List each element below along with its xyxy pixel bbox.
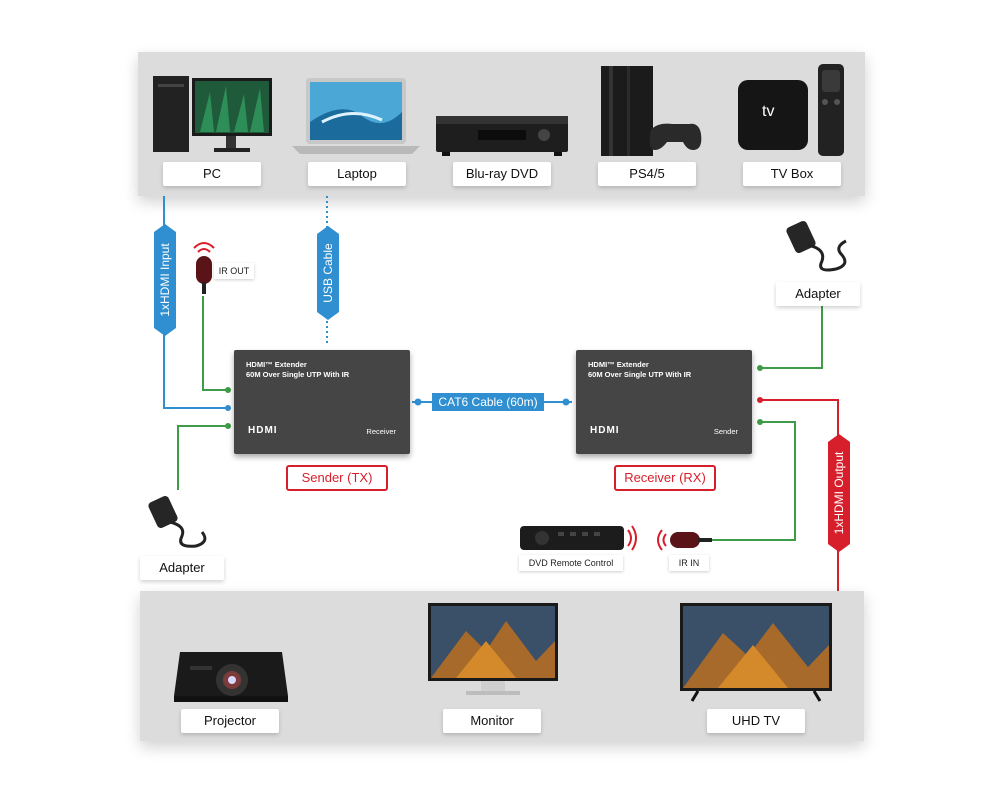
remote-label: DVD Remote Control xyxy=(519,555,623,571)
tv-box-logo: tv xyxy=(762,103,775,120)
ir-out-sensor-icon xyxy=(193,242,215,294)
sender-title-line2: 60M Over Single UTP With IR xyxy=(246,370,350,379)
adapter-label-bottom: Adapter xyxy=(140,556,224,580)
usb-cable-arrow xyxy=(317,226,339,320)
ir-out-label: IR OUT xyxy=(214,263,254,279)
ir-out-line xyxy=(202,296,226,391)
cat6-label: CAT6 Cable (60m) xyxy=(432,393,544,411)
projector-image xyxy=(174,652,288,702)
display-label-monitor: Monitor xyxy=(443,709,541,733)
ps-console-image xyxy=(601,66,702,156)
uhd-tv-image xyxy=(680,603,832,702)
monitor-image xyxy=(428,603,558,695)
bluray-player-image xyxy=(436,116,568,156)
display-label-projector: Projector xyxy=(181,709,279,733)
ir-in-label: IR IN xyxy=(669,555,709,571)
power-adapter-icon xyxy=(148,495,207,548)
laptop-image xyxy=(292,78,420,154)
sender-adapter-line xyxy=(177,425,226,490)
receiver-tag: Receiver (RX) xyxy=(614,465,716,491)
receiver-role-text: Sender xyxy=(713,427,738,436)
hdmi-output-label: 1xHDMI Output xyxy=(832,451,846,535)
receiver-device: HDMI™ Extender 60M Over Single UTP With … xyxy=(576,350,752,454)
sender-device: HDMI™ Extender 60M Over Single UTP With … xyxy=(234,350,410,454)
pc-image xyxy=(153,76,272,152)
source-label-tvbox: TV Box xyxy=(743,162,841,186)
sender-hdmi-logo: HDMI xyxy=(248,425,278,436)
sender-tag: Sender (TX) xyxy=(286,465,388,491)
receiver-hdmi-logo: HDMI xyxy=(590,425,620,436)
source-label-pc: PC xyxy=(163,162,261,186)
usb-cable-label: USB Cable xyxy=(321,243,335,303)
remote-control-icon xyxy=(520,525,637,551)
sender-title-line1: HDMI™ Extender xyxy=(246,360,307,369)
source-label-bluray: Blu-ray DVD xyxy=(453,162,551,186)
tv-box-image xyxy=(738,64,844,156)
receiver-adapter-line xyxy=(758,306,823,369)
source-label-ps: PS4/5 xyxy=(598,162,696,186)
ir-in-line xyxy=(712,421,796,541)
ir-in-sensor-icon xyxy=(657,529,712,551)
hdmi-input-label: 1xHDMI Input xyxy=(158,243,172,317)
receiver-title-line2: 60M Over Single UTP With IR xyxy=(588,370,692,379)
adapter-label-top: Adapter xyxy=(776,282,860,306)
power-adapter-icon xyxy=(786,220,847,272)
hdmi-input-arrow xyxy=(154,224,176,336)
receiver-title-line1: HDMI™ Extender xyxy=(588,360,649,369)
hdmi-output-arrow xyxy=(828,434,850,552)
display-label-uhd-tv: UHD TV xyxy=(707,709,805,733)
sender-role-text: Receiver xyxy=(366,427,396,436)
source-label-laptop: Laptop xyxy=(308,162,406,186)
